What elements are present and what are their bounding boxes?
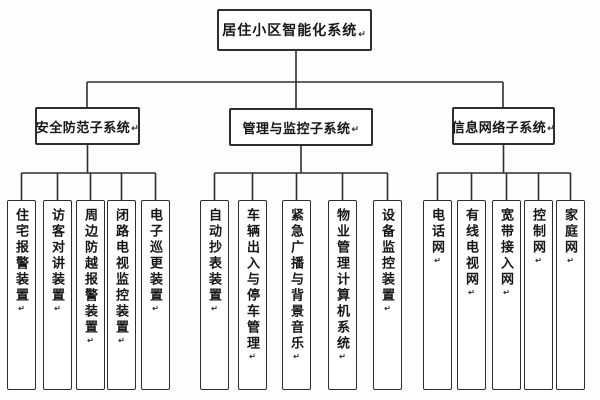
leaf-text: 访客对讲装置↵	[50, 208, 65, 313]
leaf-label: 访客对讲装置	[50, 208, 65, 304]
node-root-label: 居住小区智能化系统	[222, 22, 358, 38]
leaf-text: 电话网↵	[430, 208, 445, 265]
node-leaf-patrol-device: 电子巡更装置↵	[141, 200, 170, 390]
leaf-text: 周边防越报警装置↵	[83, 208, 98, 345]
paragraph-mark: ↵	[467, 288, 476, 297]
leaf-text: 自动抄表装置↵	[207, 208, 222, 313]
leaf-label: 紧急广播与背景音乐	[289, 208, 304, 352]
leaf-text: 闭路电视监控装置↵	[114, 208, 129, 345]
paragraph-mark: ↵	[248, 352, 257, 361]
node-leaf-broadcast-music: 紧急广播与背景音乐↵	[282, 200, 311, 390]
paragraph-mark: ↵	[502, 288, 511, 297]
leaf-label: 家庭网	[563, 208, 578, 256]
leaf-text: 住宅报警装置↵	[14, 208, 29, 313]
leaf-label: 设备监控装置	[380, 208, 395, 304]
leaf-text: 物业管理计算机系统↵	[335, 208, 350, 361]
leaf-text: 家庭网↵	[563, 208, 578, 265]
leaf-label: 电子巡更装置	[148, 208, 163, 304]
node-leaf-broadband-net: 宽带接入网↵	[492, 200, 521, 390]
paragraph-mark: ↵	[86, 336, 95, 345]
leaf-text: 紧急广播与背景音乐↵	[289, 208, 304, 361]
node-branch-label: 安全防范子系统	[35, 119, 131, 135]
leaf-label: 周边防越报警装置	[83, 208, 98, 336]
node-leaf-cctv-monitor: 闭路电视监控装置↵	[107, 200, 136, 390]
paragraph-mark: ↵	[117, 336, 126, 345]
node-branch-label: 管理与监控子系统	[242, 120, 351, 136]
paragraph-mark: ↵	[53, 304, 62, 313]
paragraph-mark: ↵	[433, 256, 442, 265]
paragraph-mark: ↵	[17, 304, 26, 313]
paragraph-mark: ↵	[338, 352, 347, 361]
leaf-text: 宽带接入网↵	[499, 208, 514, 297]
node-leaf-perimeter-alarm: 周边防越报警装置↵	[76, 200, 105, 390]
paragraph-mark: ↵	[131, 123, 140, 133]
node-leaf-control-net: 控制网↵	[524, 200, 553, 390]
node-leaf-home-net: 家庭网↵	[556, 200, 585, 390]
paragraph-mark: ↵	[210, 304, 219, 313]
node-leaf-home-alarm: 住宅报警装置↵	[7, 200, 36, 390]
paragraph-mark: ↵	[292, 352, 301, 361]
leaf-label: 电话网	[430, 208, 445, 256]
leaf-label: 闭路电视监控装置	[114, 208, 129, 336]
node-leaf-equipment-monitor: 设备监控装置↵	[373, 200, 402, 390]
leaf-text: 控制网↵	[531, 208, 546, 265]
node-leaf-property-computer: 物业管理计算机系统↵	[328, 200, 357, 390]
node-branch-label: 信息网络子系统	[451, 119, 547, 135]
leaf-text: 车辆出入与停车管理↵	[245, 208, 260, 361]
paragraph-mark: ↵	[358, 29, 367, 39]
leaf-text: 有线电视网↵	[464, 208, 479, 297]
leaf-label: 自动抄表装置	[207, 208, 222, 304]
leaf-text: 电子巡更装置↵	[148, 208, 163, 313]
leaf-label: 宽带接入网	[499, 208, 514, 288]
leaf-label: 控制网	[531, 208, 546, 256]
paragraph-mark: ↵	[547, 123, 556, 133]
leaf-label: 住宅报警装置	[14, 208, 29, 304]
node-leaf-parking-management: 车辆出入与停车管理↵	[238, 200, 267, 390]
node-leaf-telephone-net: 电话网↵	[423, 200, 452, 390]
node-leaf-meter-reading: 自动抄表装置↵	[200, 200, 229, 390]
leaf-label: 车辆出入与停车管理	[245, 208, 260, 352]
node-leaf-cable-tv-net: 有线电视网↵	[457, 200, 486, 390]
node-root: 居住小区智能化系统 ↵	[217, 9, 372, 51]
paragraph-mark: ↵	[566, 256, 575, 265]
leaf-label: 有线电视网	[464, 208, 479, 288]
paragraph-mark: ↵	[383, 304, 392, 313]
paragraph-mark: ↵	[151, 304, 160, 313]
leaf-label: 物业管理计算机系统	[335, 208, 350, 352]
paragraph-mark: ↵	[351, 124, 360, 134]
node-leaf-visitor-intercom: 访客对讲装置↵	[43, 200, 72, 390]
paragraph-mark: ↵	[534, 256, 543, 265]
node-branch-network: 信息网络子系统 ↵	[452, 107, 555, 145]
leaf-text: 设备监控装置↵	[380, 208, 395, 313]
node-branch-management: 管理与监控子系统 ↵	[229, 108, 373, 146]
node-branch-security: 安全防范子系统 ↵	[35, 107, 140, 145]
